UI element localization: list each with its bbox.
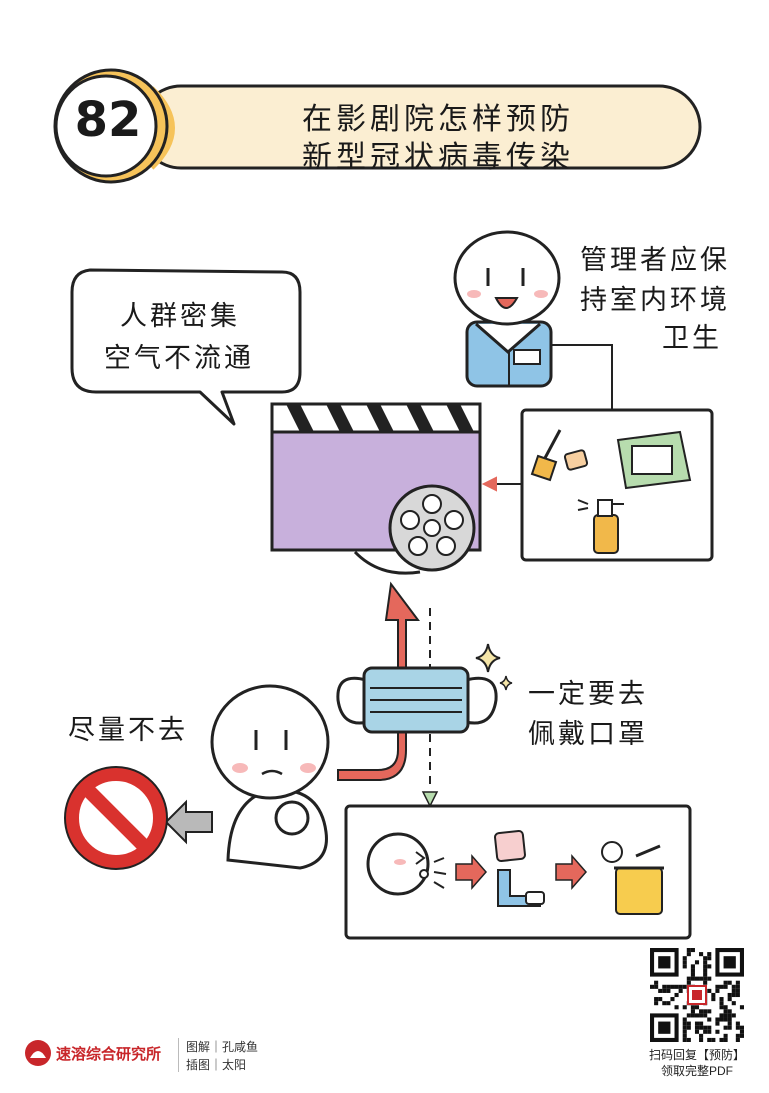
spray-bottle-icon [577, 499, 624, 554]
caption-manager-line3: 卫生 [662, 323, 722, 354]
hygiene-process-panel [344, 804, 692, 940]
brand-logo-icon [25, 1040, 51, 1066]
caption-mask-line2: 佩戴口罩 [528, 719, 648, 750]
number-badge [53, 68, 169, 184]
footer-divider [178, 1038, 179, 1072]
page-title-line1: 在影剧院怎样预防 [302, 102, 574, 137]
thinking-person [210, 684, 330, 870]
qr-caption-line1: 扫码回复【预防】 [648, 1048, 745, 1062]
wipes-icon [616, 430, 692, 490]
speech-bubble-crowd [70, 268, 302, 426]
manager-character [453, 230, 561, 388]
brand-name: 速溶综合研究所 [56, 1046, 162, 1063]
caption-crowd-line2: 空气不流通 [104, 343, 254, 374]
number-label: 82 [74, 92, 142, 148]
caption-manager-line2: 持室内环境 [580, 285, 730, 316]
film-reel-icon [353, 484, 476, 575]
mask-icon [336, 666, 498, 734]
qr-caption-line2: 领取完整PDF [660, 1064, 733, 1078]
credit-diagram: 图解｜孔咸鱼 [186, 1040, 259, 1054]
no-entry-icon [64, 766, 168, 870]
page-title-line2: 新型冠状病毒传染 [302, 140, 574, 175]
caption-mask-line1: 一定要去 [528, 679, 648, 710]
sparkle-icon [475, 643, 513, 691]
tissue-icon [494, 830, 545, 907]
broom-icon [530, 429, 562, 482]
qr-code-icon [650, 948, 744, 1042]
sponge-icon [563, 449, 589, 471]
cleaning-supplies-panel [520, 408, 714, 562]
sneeze-face-icon [366, 832, 447, 896]
caption-manager-line1: 管理者应保 [580, 245, 730, 276]
credit-illustration: 插图｜太阳 [186, 1058, 247, 1072]
caption-crowd-line1: 人群密集 [120, 301, 240, 332]
caption-avoid: 尽量不去 [68, 715, 188, 746]
gray-arrow-left [164, 799, 213, 845]
trash-can-icon [601, 841, 664, 915]
